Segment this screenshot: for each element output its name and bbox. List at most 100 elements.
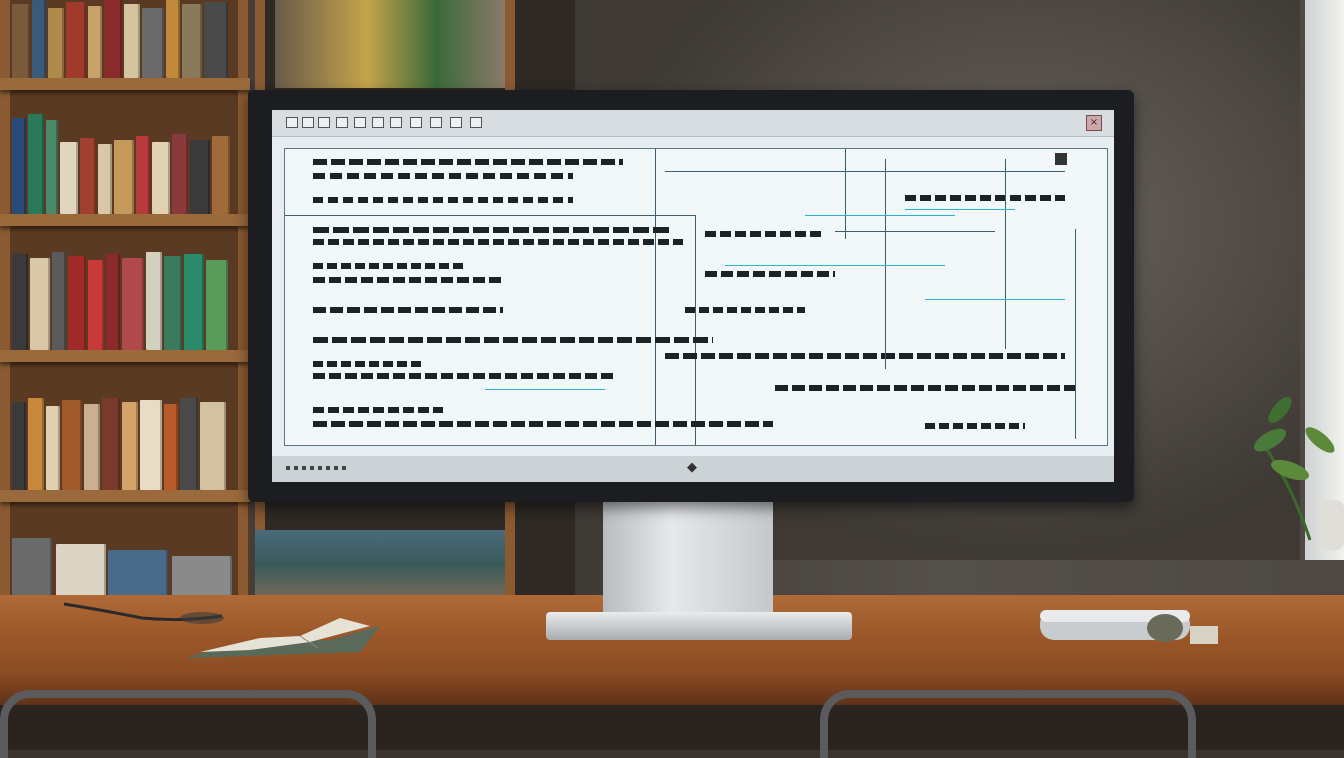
divider	[285, 215, 695, 216]
status-mark: ◆	[687, 460, 697, 475]
book	[12, 118, 26, 214]
shelf-plank	[0, 490, 250, 502]
rolled-paper	[1040, 610, 1218, 644]
diagram-line	[725, 265, 945, 266]
toolbar-icon[interactable]	[286, 117, 298, 128]
book	[88, 6, 102, 78]
book	[200, 402, 226, 490]
book-icon	[190, 618, 380, 658]
shelf-side	[238, 0, 248, 600]
bookshelf-left	[0, 0, 250, 600]
toolbar-icon[interactable]	[336, 117, 348, 128]
text-line	[313, 373, 613, 379]
diagram-line	[845, 149, 846, 239]
book	[62, 400, 82, 490]
shelf-plank	[0, 214, 250, 226]
book	[108, 550, 168, 600]
text-line	[313, 361, 423, 367]
book	[46, 120, 58, 214]
book	[80, 138, 96, 214]
book	[46, 406, 60, 490]
diagram-line	[905, 209, 1015, 210]
book	[136, 136, 150, 214]
toolbar: ×	[272, 110, 1114, 137]
text-line	[313, 407, 443, 413]
book	[166, 0, 180, 78]
toolbar-icon[interactable]	[430, 117, 442, 128]
text-line	[925, 423, 1025, 429]
book	[30, 258, 50, 350]
book	[172, 134, 188, 214]
status-bar: ◆	[272, 456, 1114, 482]
shelf-plank	[0, 78, 250, 90]
chair-back	[820, 690, 1196, 758]
text-line	[685, 307, 805, 313]
close-icon[interactable]: ×	[1086, 115, 1102, 131]
book	[104, 0, 122, 78]
text-line	[665, 353, 1065, 359]
monitor-base	[546, 612, 852, 640]
diagram-line	[885, 159, 886, 369]
text-line	[313, 421, 773, 427]
toolbar-icon[interactable]	[470, 117, 482, 128]
divider	[695, 215, 696, 445]
book	[122, 258, 144, 350]
book	[28, 398, 44, 490]
diagram-line	[1075, 229, 1076, 439]
toolbar-icon[interactable]	[372, 117, 384, 128]
book	[164, 404, 178, 490]
book	[84, 404, 100, 490]
book	[60, 142, 78, 214]
book	[204, 2, 228, 78]
book	[206, 260, 228, 350]
text-line	[313, 263, 463, 269]
text-line	[313, 337, 713, 343]
plant-icon	[1253, 396, 1344, 550]
text-line	[313, 159, 623, 165]
diagram-line	[1005, 159, 1006, 349]
toolbar-icon[interactable]	[302, 117, 314, 128]
text-line	[313, 197, 573, 203]
book	[88, 260, 104, 350]
diagram-line	[485, 389, 605, 390]
divider	[655, 149, 656, 445]
book	[12, 402, 26, 490]
text-line	[313, 227, 673, 233]
book-row	[12, 0, 240, 78]
toolbar-icon[interactable]	[450, 117, 462, 128]
book	[152, 142, 170, 214]
chair-back	[0, 690, 376, 758]
toolbar-icon[interactable]	[318, 117, 330, 128]
book	[124, 4, 140, 78]
text-line	[705, 271, 835, 277]
toolbar-icon[interactable]	[410, 117, 422, 128]
book	[190, 140, 210, 214]
book	[98, 144, 112, 214]
toolbar-icon[interactable]	[354, 117, 366, 128]
book-row	[275, 0, 505, 88]
text-line	[313, 173, 573, 179]
book	[106, 254, 120, 350]
book	[68, 256, 86, 350]
book	[142, 8, 164, 78]
text-line	[905, 195, 1065, 201]
book	[52, 252, 66, 350]
book-row	[12, 502, 240, 600]
book	[56, 544, 106, 600]
shelf-plank	[0, 350, 250, 362]
shelf-side	[0, 0, 10, 600]
book	[28, 114, 44, 214]
text-line	[313, 307, 503, 313]
book	[184, 254, 204, 350]
book	[114, 140, 134, 214]
book	[182, 4, 202, 78]
toolbar-icon[interactable]	[390, 117, 402, 128]
diagram-line	[835, 231, 995, 232]
corner-icon	[1055, 153, 1067, 165]
status-controls[interactable]	[286, 466, 346, 470]
book	[32, 0, 46, 78]
diagram-line	[805, 215, 955, 216]
book-stack	[255, 530, 505, 600]
book	[122, 402, 138, 490]
book	[12, 538, 52, 600]
